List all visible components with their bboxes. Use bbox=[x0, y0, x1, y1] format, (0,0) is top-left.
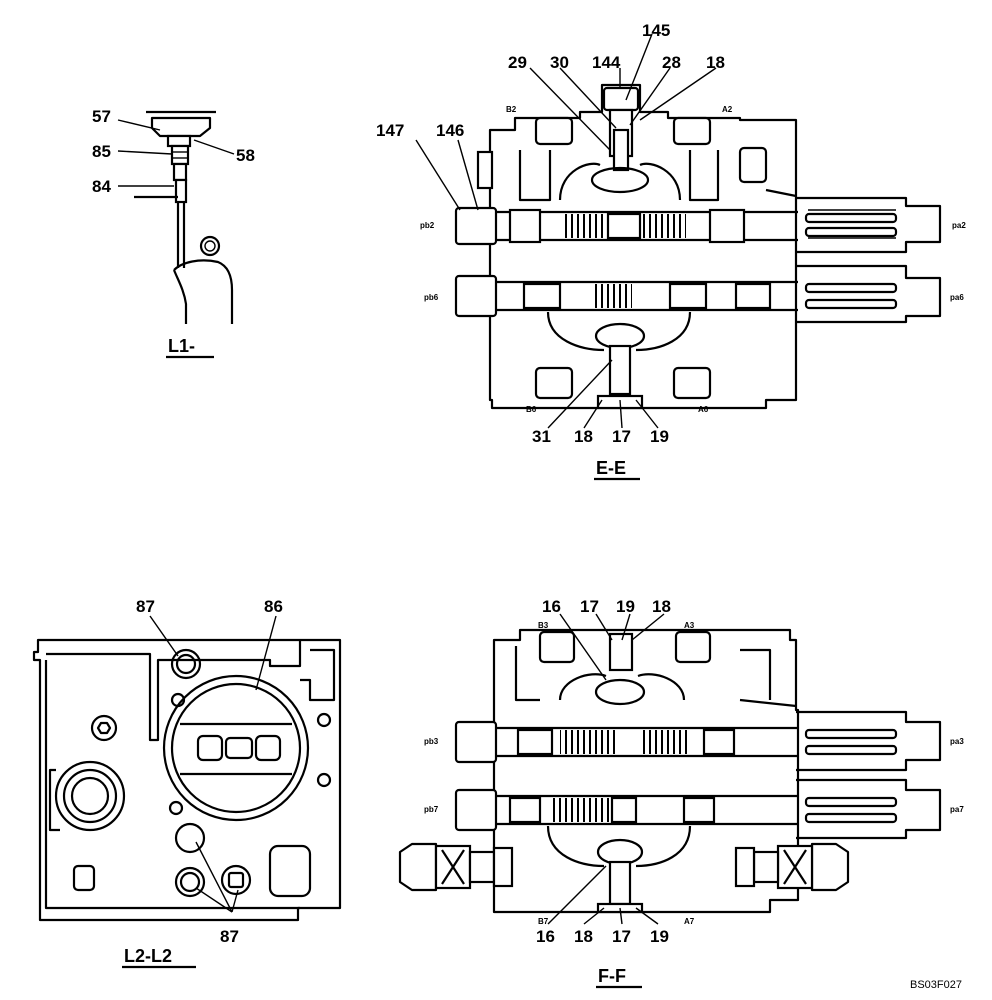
callout-18: 18 bbox=[574, 427, 593, 446]
ff-valve-body-drawing bbox=[398, 628, 942, 914]
callout-84: 84 bbox=[92, 177, 111, 196]
port-a3: A3 bbox=[684, 621, 695, 630]
port-pb6: pb6 bbox=[424, 293, 439, 302]
callout-16: 16 bbox=[536, 927, 555, 946]
callout-85: 85 bbox=[92, 142, 111, 161]
callout-19: 19 bbox=[650, 927, 669, 946]
callout-87: 87 bbox=[136, 597, 155, 616]
callout-146: 146 bbox=[436, 121, 464, 140]
port-a7: A7 bbox=[684, 917, 695, 926]
l1-title: L1- bbox=[168, 336, 195, 356]
port-pb2: pb2 bbox=[420, 221, 435, 230]
port-a2: A2 bbox=[722, 105, 733, 114]
callout-58: 58 bbox=[236, 146, 255, 165]
port-b7: B7 bbox=[538, 917, 549, 926]
callout-18: 18 bbox=[706, 53, 725, 72]
port-b3: B3 bbox=[538, 621, 549, 630]
callout-30: 30 bbox=[550, 53, 569, 72]
callout-18: 18 bbox=[652, 597, 671, 616]
callout-86: 86 bbox=[264, 597, 283, 616]
port-b6: B6 bbox=[526, 405, 537, 414]
view-l2-l2: 87 86 87 L2-L2 bbox=[32, 597, 342, 969]
ff-title: F-F bbox=[598, 966, 626, 986]
port-pb7: pb7 bbox=[424, 805, 439, 814]
callout-19: 19 bbox=[616, 597, 635, 616]
callout-147: 147 bbox=[376, 121, 404, 140]
view-f-f: 16 17 19 18 16 18 17 19 B3 A3 B7 A7 pb3 … bbox=[398, 597, 964, 989]
l1-o-ring-symbol bbox=[199, 235, 221, 257]
port-pa3: pa3 bbox=[950, 737, 964, 746]
callout-87: 87 bbox=[220, 927, 239, 946]
l2-title: L2-L2 bbox=[124, 946, 172, 966]
callout-17: 17 bbox=[612, 427, 631, 446]
callout-17: 17 bbox=[612, 927, 631, 946]
callout-31: 31 bbox=[532, 427, 551, 446]
port-pa7: pa7 bbox=[950, 805, 964, 814]
figure-reference: BS03F027 bbox=[910, 979, 962, 991]
callout-19: 19 bbox=[650, 427, 669, 446]
ee-title: E-E bbox=[596, 458, 626, 478]
callout-17: 17 bbox=[580, 597, 599, 616]
port-pa2: pa2 bbox=[952, 221, 966, 230]
port-a6: A6 bbox=[698, 405, 709, 414]
port-pa6: pa6 bbox=[950, 293, 964, 302]
callout-29: 29 bbox=[508, 53, 527, 72]
l1-shaft-drawing bbox=[134, 110, 234, 324]
callout-145: 145 bbox=[642, 21, 670, 40]
ee-valve-body-drawing bbox=[454, 83, 942, 410]
callout-18: 18 bbox=[574, 927, 593, 946]
callout-57: 57 bbox=[92, 107, 111, 126]
view-l1: 57 85 84 58 L1- bbox=[92, 107, 255, 359]
callout-144: 144 bbox=[592, 53, 621, 72]
callout-28: 28 bbox=[662, 53, 681, 72]
port-pb3: pb3 bbox=[424, 737, 439, 746]
callout-16: 16 bbox=[542, 597, 561, 616]
port-b2: B2 bbox=[506, 105, 517, 114]
view-e-e: 145 29 30 144 28 18 147 146 31 18 17 19 … bbox=[376, 21, 966, 481]
l2-end-face-drawing bbox=[32, 638, 342, 922]
